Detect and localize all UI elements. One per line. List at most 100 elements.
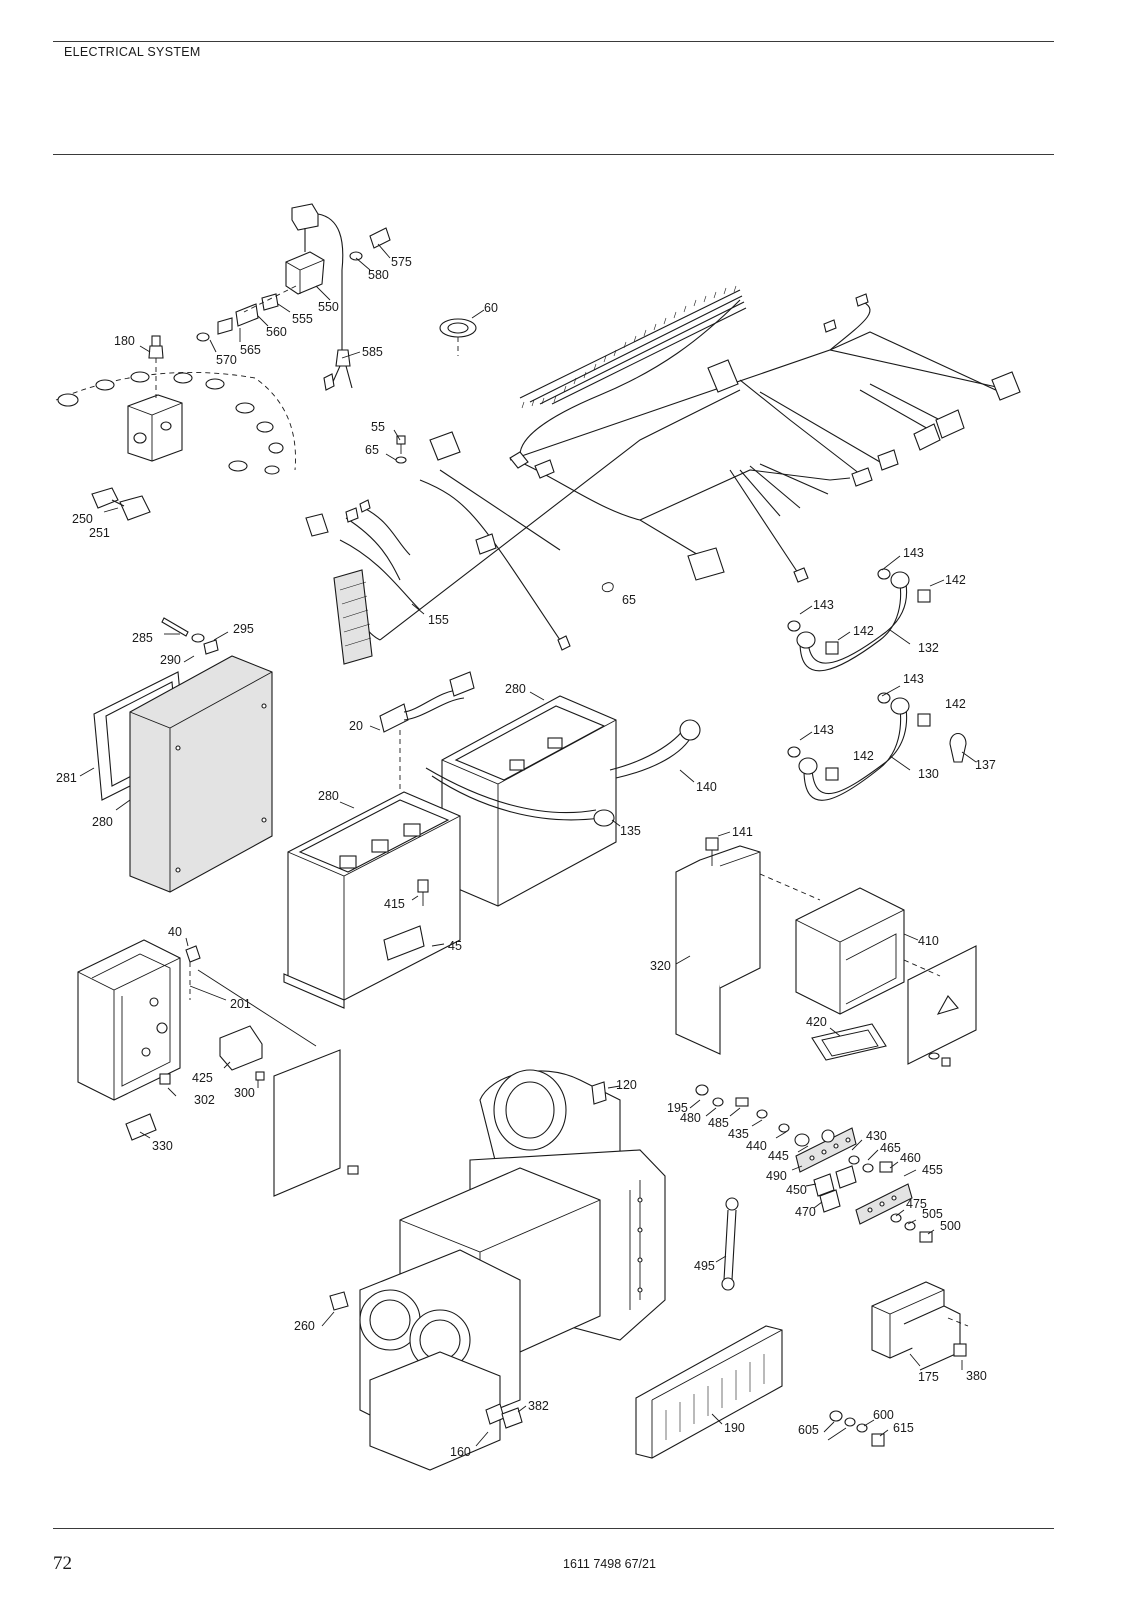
leader-lines <box>79 243 977 1447</box>
callout-260: 495 <box>694 1259 715 1273</box>
callout-565: 565 <box>240 343 261 357</box>
battery-front <box>283 791 461 1009</box>
callout-130: 135 <box>620 824 641 838</box>
part-65-clip <box>601 582 614 593</box>
callout-142c: 142 <box>945 697 966 711</box>
callout-190: 160 <box>450 1445 471 1459</box>
callout-500: 505 <box>922 1207 943 1221</box>
callout-143c: 143 <box>903 672 924 686</box>
callout-485: 480 <box>680 1111 701 1125</box>
part-385-cover <box>635 1325 783 1459</box>
callout-505: 475 <box>906 1197 927 1211</box>
callout-480: 195 <box>667 1101 688 1115</box>
callout-575: 575 <box>391 255 412 269</box>
callout-281: 281 <box>56 771 77 785</box>
callout-290: 290 <box>160 653 181 667</box>
callout-560: 560 <box>266 325 287 339</box>
callout-415: 141 <box>732 825 753 839</box>
page-number: 72 <box>53 1553 72 1574</box>
callout-382: 380 <box>966 1369 987 1383</box>
callout-490: 455 <box>922 1163 943 1177</box>
support-bracket <box>675 837 821 1055</box>
callout-420: 410 <box>918 934 939 948</box>
header-top-rule <box>53 41 1054 42</box>
callout-142b: 142 <box>853 624 874 638</box>
terminal-strip-parts <box>695 1084 933 1243</box>
junction-box <box>795 887 977 1067</box>
callout-45: 415 <box>384 897 405 911</box>
callout-450: 490 <box>766 1169 787 1183</box>
callout-285: 285 <box>132 631 153 645</box>
header-bottom-rule <box>53 154 1054 155</box>
callout-330: 302 <box>194 1093 215 1107</box>
callout-585: 585 <box>362 345 383 359</box>
compressor-cover-outline <box>55 371 296 475</box>
callout-175: 260 <box>294 1319 315 1333</box>
pressure-switch-assembly <box>196 203 391 391</box>
callout-555: 555 <box>292 312 313 326</box>
callout-280: 280 <box>92 815 113 829</box>
callout-160: 382 <box>528 1399 549 1413</box>
callout-425: 420 <box>806 1015 827 1029</box>
compressor-element <box>329 1069 666 1471</box>
callout-60: 60 <box>484 301 498 315</box>
callout-155: 155 <box>428 613 449 627</box>
callout-143d: 143 <box>813 723 834 737</box>
callout-570: 570 <box>216 353 237 367</box>
part-55-screw <box>395 435 407 464</box>
callout-580: 580 <box>368 268 389 282</box>
section-title: ELECTRICAL SYSTEM <box>64 45 201 59</box>
callout-55: 55 <box>371 420 385 434</box>
callout-430: 445 <box>768 1149 789 1163</box>
controller-box <box>93 617 273 893</box>
ground-cable-137 <box>787 692 931 801</box>
callout-435: 485 <box>708 1116 729 1130</box>
part-60-grommet <box>439 318 477 356</box>
callout-470: 450 <box>786 1183 807 1197</box>
ground-cable-132 <box>787 568 931 672</box>
callout-495: 500 <box>940 1219 961 1233</box>
callout-440: 435 <box>728 1127 749 1141</box>
callout-141: 137 <box>975 758 996 772</box>
callout-610: 600 <box>873 1408 894 1422</box>
part-141-cap <box>949 732 967 763</box>
callout-180: 180 <box>114 334 135 348</box>
callout-465: 430 <box>866 1129 887 1143</box>
part-180-fitting <box>148 335 164 398</box>
callout-460: 465 <box>880 1141 901 1155</box>
battery-cables <box>379 671 701 827</box>
callout-302: 300 <box>234 1086 255 1100</box>
callout-20: 280 <box>505 682 526 696</box>
callout-550: 550 <box>318 300 339 314</box>
footer-rule <box>53 1528 1054 1529</box>
callout-143b: 143 <box>813 598 834 612</box>
callout-300: 425 <box>192 1071 213 1085</box>
callout-380: 175 <box>918 1370 939 1384</box>
wiring-harness <box>305 285 1021 665</box>
part-380-bracket <box>871 1281 969 1371</box>
callout-201: 40 <box>168 925 182 939</box>
callout-132: 132 <box>918 641 939 655</box>
callout-600: 615 <box>893 1421 914 1435</box>
callout-65b: 65 <box>622 593 636 607</box>
callout-labels: 575 580 550 555 560 565 570 585 180 60 5… <box>56 255 996 1459</box>
callout-445: 440 <box>746 1139 767 1153</box>
callout-135: 140 <box>696 780 717 794</box>
callout-250: 250 <box>72 512 93 526</box>
callout-137: 130 <box>918 767 939 781</box>
callout-251: 251 <box>89 526 110 540</box>
callout-320: 201 <box>230 997 251 1011</box>
callout-142: 142 <box>945 573 966 587</box>
document-number: 1611 7498 67/21 <box>563 1557 656 1571</box>
callout-455: 460 <box>900 1151 921 1165</box>
callout-475: 470 <box>795 1205 816 1219</box>
callout-385: 190 <box>724 1421 745 1435</box>
callout-195: 120 <box>616 1078 637 1092</box>
battery-rear <box>441 695 617 907</box>
callout-65: 65 <box>365 443 379 457</box>
callout-410: 320 <box>650 959 671 973</box>
callout-143: 143 <box>903 546 924 560</box>
callout-615: 605 <box>798 1423 819 1437</box>
callout-20b: 280 <box>318 789 339 803</box>
